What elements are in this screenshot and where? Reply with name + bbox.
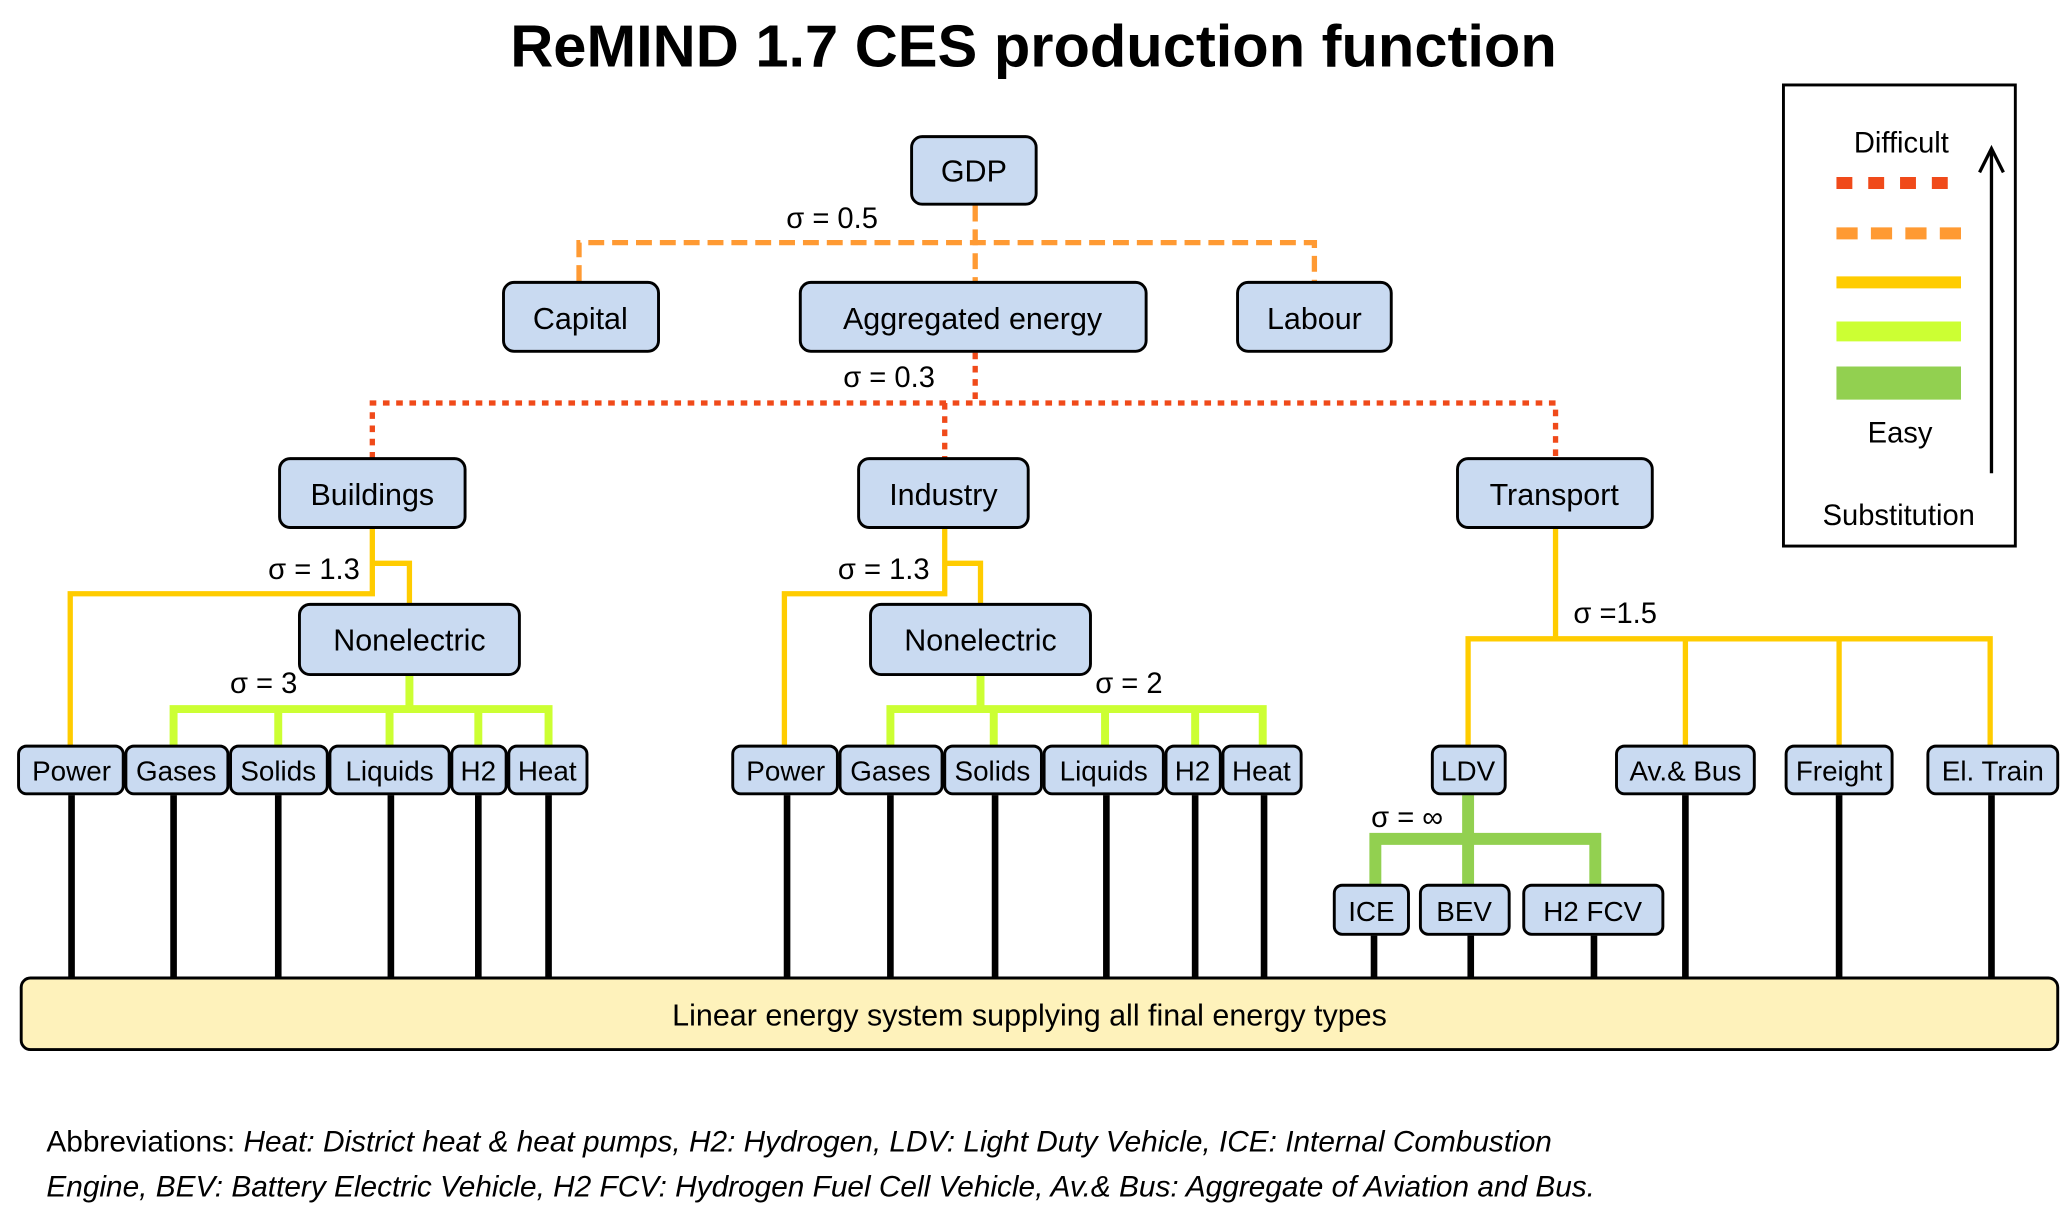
- svg-text:BEV: BEV: [1436, 896, 1492, 927]
- svg-text:Linear energy system supplying: Linear energy system supplying all final…: [672, 999, 1387, 1033]
- legend-top-label: Difficult: [1854, 128, 1949, 160]
- svg-text:Solids: Solids: [240, 756, 316, 787]
- node-industry: Industry: [857, 457, 1030, 529]
- svg-text:Heat: Heat: [1232, 756, 1291, 787]
- connector-buildings-nonelectric: [372, 560, 413, 604]
- svg-text:H2 FCV: H2 FCV: [1543, 896, 1642, 927]
- ldv-leaves: ICE BEV H2 FCV: [1332, 883, 1665, 936]
- sigma-aggregated-energy: σ = 0.3: [843, 362, 935, 394]
- leaf-buildings-gases: Gases: [124, 744, 230, 796]
- base-energy-system: Linear energy system supplying all final…: [19, 976, 2060, 1052]
- leaf-industry-solids: Solids: [943, 744, 1043, 796]
- node-transport: Transport: [1456, 457, 1654, 529]
- node-gdp: GDP: [910, 135, 1038, 206]
- sigma-buildings: σ = 1.3: [268, 554, 360, 586]
- svg-text:H2: H2: [461, 756, 497, 787]
- svg-text:Av.& Bus: Av.& Bus: [1629, 756, 1741, 787]
- svg-text:Labour: Labour: [1267, 302, 1362, 336]
- sigma-labels: σ = 0.5 σ = 0.3 σ = 1.3 σ = 3 σ = 1.3 σ …: [230, 203, 1657, 834]
- sigma-industry-nonelectric: σ = 2: [1095, 668, 1162, 700]
- abbreviations-text-1: Heat: District heat & heat pumps, H2: Hy…: [243, 1126, 1551, 1159]
- svg-text:Nonelectric: Nonelectric: [333, 624, 485, 658]
- abbreviations-line-1: Abbreviations: Heat: District heat & hea…: [46, 1126, 1551, 1159]
- leaf-industry-heat: Heat: [1221, 744, 1303, 796]
- leaf-buildings-solids: Solids: [229, 744, 329, 796]
- abbreviations-line-2: Engine, BEV: Battery Electric Vehicle, H…: [46, 1171, 1595, 1204]
- node-industry-nonelectric: Nonelectric: [869, 602, 1092, 677]
- svg-text:H2: H2: [1175, 756, 1211, 787]
- node-buildings: Buildings: [278, 457, 467, 529]
- connector-ldv: [1369, 795, 1602, 886]
- svg-text:Capital: Capital: [533, 302, 628, 336]
- abbreviations-lead: Abbreviations:: [46, 1126, 243, 1159]
- connector-agg-branch: [369, 400, 1559, 459]
- node-buildings-nonelectric: Nonelectric: [297, 602, 521, 677]
- svg-text:Buildings: Buildings: [310, 478, 434, 512]
- buildings-leaves: Power Gases Solids Liquids H2 Heat: [17, 744, 589, 796]
- sigma-buildings-nonelectric: σ = 3: [230, 668, 297, 700]
- connector-industry-nonelectric-leaves: [886, 675, 1267, 747]
- leaf-ldv-bev: BEV: [1418, 883, 1511, 936]
- svg-text:ICE: ICE: [1348, 896, 1394, 927]
- supply-lines: [68, 795, 1995, 979]
- sigma-industry: σ = 1.3: [838, 554, 930, 586]
- svg-text:El. Train: El. Train: [1942, 756, 2044, 787]
- diagram-title: ReMIND 1.7 CES production function: [510, 12, 1556, 79]
- svg-text:Power: Power: [746, 756, 825, 787]
- svg-text:Liquids: Liquids: [1060, 756, 1148, 787]
- transport-leaves: LDV Av.& Bus Freight El. Train: [1430, 744, 2060, 796]
- svg-text:Aggregated energy: Aggregated energy: [843, 302, 1103, 336]
- svg-text:Heat: Heat: [518, 756, 577, 787]
- leaf-buildings-power: Power: [17, 744, 125, 796]
- leaf-transport-ldv: LDV: [1430, 744, 1507, 796]
- leaf-ldv-h2-fcv: H2 FCV: [1522, 883, 1665, 936]
- leaf-buildings-heat: Heat: [507, 744, 589, 796]
- svg-text:Gases: Gases: [850, 756, 930, 787]
- svg-text:Power: Power: [32, 756, 111, 787]
- arrow-up-icon: [1978, 144, 2005, 474]
- leaf-industry-h2: H2: [1164, 744, 1222, 796]
- svg-text:Industry: Industry: [889, 478, 998, 512]
- connector-buildings: [67, 528, 413, 747]
- connector-buildings-nonelectric-leaves: [169, 675, 553, 747]
- node-capital: Capital: [502, 280, 660, 353]
- connector-gdp: [576, 205, 1318, 282]
- sigma-gdp: σ = 0.5: [786, 203, 878, 235]
- legend-bottom-label: Easy: [1868, 418, 1933, 450]
- svg-text:Nonelectric: Nonelectric: [904, 624, 1056, 658]
- leaf-industry-power: Power: [731, 744, 839, 796]
- connector-gdp-branch: [576, 239, 1318, 282]
- industry-leaves: Power Gases Solids Liquids H2 Heat: [731, 744, 1303, 796]
- leaf-ldv-ice: ICE: [1332, 883, 1410, 936]
- svg-text:GDP: GDP: [941, 155, 1007, 189]
- leaf-industry-liquids: Liquids: [1042, 744, 1165, 796]
- svg-text:Liquids: Liquids: [345, 756, 433, 787]
- connector-transport: [1465, 528, 1993, 747]
- node-aggregated-energy: Aggregated energy: [798, 280, 1148, 353]
- svg-text:Gases: Gases: [136, 756, 216, 787]
- sigma-transport: σ =1.5: [1573, 598, 1657, 630]
- leaf-transport-av-bus: Av.& Bus: [1615, 744, 1756, 796]
- connector-agg-energy: [369, 352, 1559, 459]
- legend: Difficult Easy Substitution: [1781, 83, 2017, 548]
- node-labour: Labour: [1236, 280, 1393, 353]
- legend-caption: Substitution: [1823, 500, 1975, 532]
- legend-box: [1781, 83, 2017, 548]
- leaf-buildings-liquids: Liquids: [328, 744, 451, 796]
- leaf-transport-freight: Freight: [1784, 744, 1894, 796]
- abbreviations: Abbreviations: Heat: District heat & hea…: [46, 1126, 1595, 1204]
- connector-industry: [781, 528, 984, 747]
- svg-text:LDV: LDV: [1441, 756, 1496, 787]
- leaf-buildings-h2: H2: [450, 744, 508, 796]
- leaf-industry-gases: Gases: [838, 744, 944, 796]
- connectors: [67, 205, 1995, 979]
- svg-text:Transport: Transport: [1490, 478, 1620, 512]
- connector-industry-nonelectric: [944, 560, 984, 604]
- svg-text:Solids: Solids: [955, 756, 1031, 787]
- leaf-transport-el-train: El. Train: [1926, 744, 2060, 796]
- svg-text:Freight: Freight: [1796, 756, 1883, 787]
- sigma-ldv: σ = ∞: [1371, 802, 1443, 834]
